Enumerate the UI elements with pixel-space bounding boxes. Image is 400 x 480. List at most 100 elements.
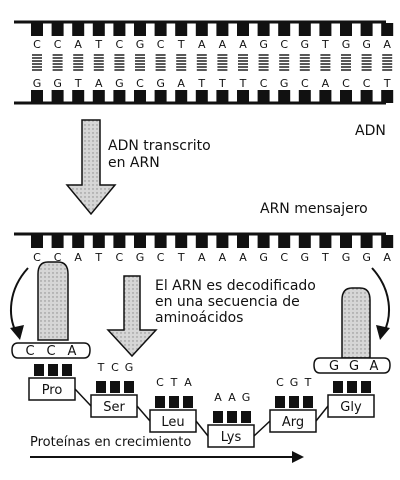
mrna-block — [51, 235, 64, 248]
mrna-block — [237, 235, 249, 248]
dna-bottom-block — [340, 90, 352, 103]
codon-base: T — [304, 376, 312, 389]
mrna-block — [319, 235, 332, 248]
dna-label: ADN — [355, 123, 386, 139]
dna-bottom-block — [319, 90, 332, 103]
mrna-base: G — [259, 251, 268, 264]
codon-base: G — [290, 376, 299, 389]
dna-base-pair-rungs — [32, 54, 393, 71]
dna-bottom-block — [298, 90, 311, 103]
dna-top-base: T — [94, 38, 102, 51]
dna-top-block — [154, 23, 167, 36]
peptide-bond — [253, 420, 271, 437]
dna-bottom-base: G — [115, 77, 124, 90]
codon-base: A — [214, 391, 222, 404]
amino-acid-label: Arg — [282, 415, 304, 430]
dna-bottom-block — [257, 90, 270, 103]
trna-left: C C A — [11, 261, 91, 359]
dna-bottom-base: T — [383, 77, 391, 90]
dna-top-base: G — [342, 38, 351, 51]
codon-base: T — [170, 376, 178, 389]
decoding-label-line2: en una secuencia de — [155, 294, 300, 310]
dna-bottom-block — [92, 90, 105, 103]
codon-block — [275, 396, 285, 408]
dna-top-base: A — [74, 38, 82, 51]
dna-top-base: G — [301, 38, 310, 51]
codon-base: G — [242, 391, 251, 404]
dna-bottom-block — [216, 90, 229, 103]
codon-base: C — [276, 376, 284, 389]
mrna-block — [360, 235, 373, 248]
dna-bottom-base: A — [322, 77, 330, 90]
dna-top-block — [381, 23, 394, 36]
dna-top-base: C — [33, 38, 41, 51]
codon-block — [62, 364, 72, 376]
dna-bottom-base: G — [156, 77, 165, 90]
dna-bottom-block — [175, 90, 188, 103]
amino-acid-label: Pro — [42, 383, 63, 398]
codon-block — [361, 381, 371, 393]
codon-base: A — [184, 376, 192, 389]
dna-top-blocks — [31, 23, 394, 36]
mrna-label: ARN mensajero — [260, 201, 368, 217]
dna-bottom-block — [134, 90, 146, 103]
mrna-block — [195, 235, 208, 248]
codon-block — [347, 381, 357, 393]
mrna-block — [257, 235, 270, 248]
mrna-block — [216, 235, 229, 248]
dna-top-block — [195, 23, 208, 36]
amino-acid-label: Ser — [103, 400, 125, 415]
decoding-label-line3: aminoácidos — [155, 310, 243, 326]
codon-block — [110, 381, 120, 393]
dna-bottom-base: C — [136, 77, 144, 90]
dna-top-base: G — [136, 38, 145, 51]
dna-top-block — [216, 23, 229, 36]
trna-right-base-1: G — [329, 359, 339, 374]
dna-bottom-block — [195, 90, 208, 103]
dna-bottom-base: G — [33, 77, 42, 90]
amino-acid-box — [149, 409, 197, 433]
codon-base: A — [228, 391, 236, 404]
mrna-base: A — [383, 251, 391, 264]
dna-top-base: A — [219, 38, 227, 51]
dna-top-block — [72, 23, 85, 36]
mrna-base: T — [94, 251, 102, 264]
amino-acid-label: Gly — [340, 400, 362, 415]
mrna-base: G — [301, 251, 310, 264]
dna-bottom-base: T — [197, 77, 205, 90]
amino-acid-box — [207, 424, 255, 448]
codon-block — [303, 396, 313, 408]
codon-base: T — [97, 361, 105, 374]
dna-bottom-base: A — [95, 77, 103, 90]
mrna-block — [340, 235, 352, 248]
dna-top-base: T — [177, 38, 185, 51]
dna-top-block — [92, 23, 105, 36]
dna-top-block — [31, 23, 43, 36]
dna-top-block — [51, 23, 64, 36]
amino-acid-label: Lys — [221, 430, 242, 445]
trna-left-base-3: A — [68, 344, 77, 359]
dna-top-base: A — [198, 38, 206, 51]
mrna-block — [298, 235, 311, 248]
right-curved-arrow — [371, 267, 390, 333]
dna-top-base: C — [116, 38, 124, 51]
amino-acid-box — [90, 394, 138, 418]
codon-base: C — [156, 376, 164, 389]
mrna-base: G — [136, 251, 145, 264]
mrna-base: G — [342, 251, 351, 264]
left-curved-arrowhead — [10, 325, 24, 340]
dna-top-block — [134, 23, 146, 36]
mrna-block — [113, 235, 126, 248]
peptide-bond — [195, 420, 209, 437]
dna-top-block — [298, 23, 311, 36]
dna-bottom-block — [237, 90, 249, 103]
mrna-base: A — [219, 251, 227, 264]
mrna-block — [154, 235, 167, 248]
dna-top-block — [278, 23, 291, 36]
dna-top-base: C — [280, 38, 288, 51]
codon-block — [227, 411, 237, 423]
